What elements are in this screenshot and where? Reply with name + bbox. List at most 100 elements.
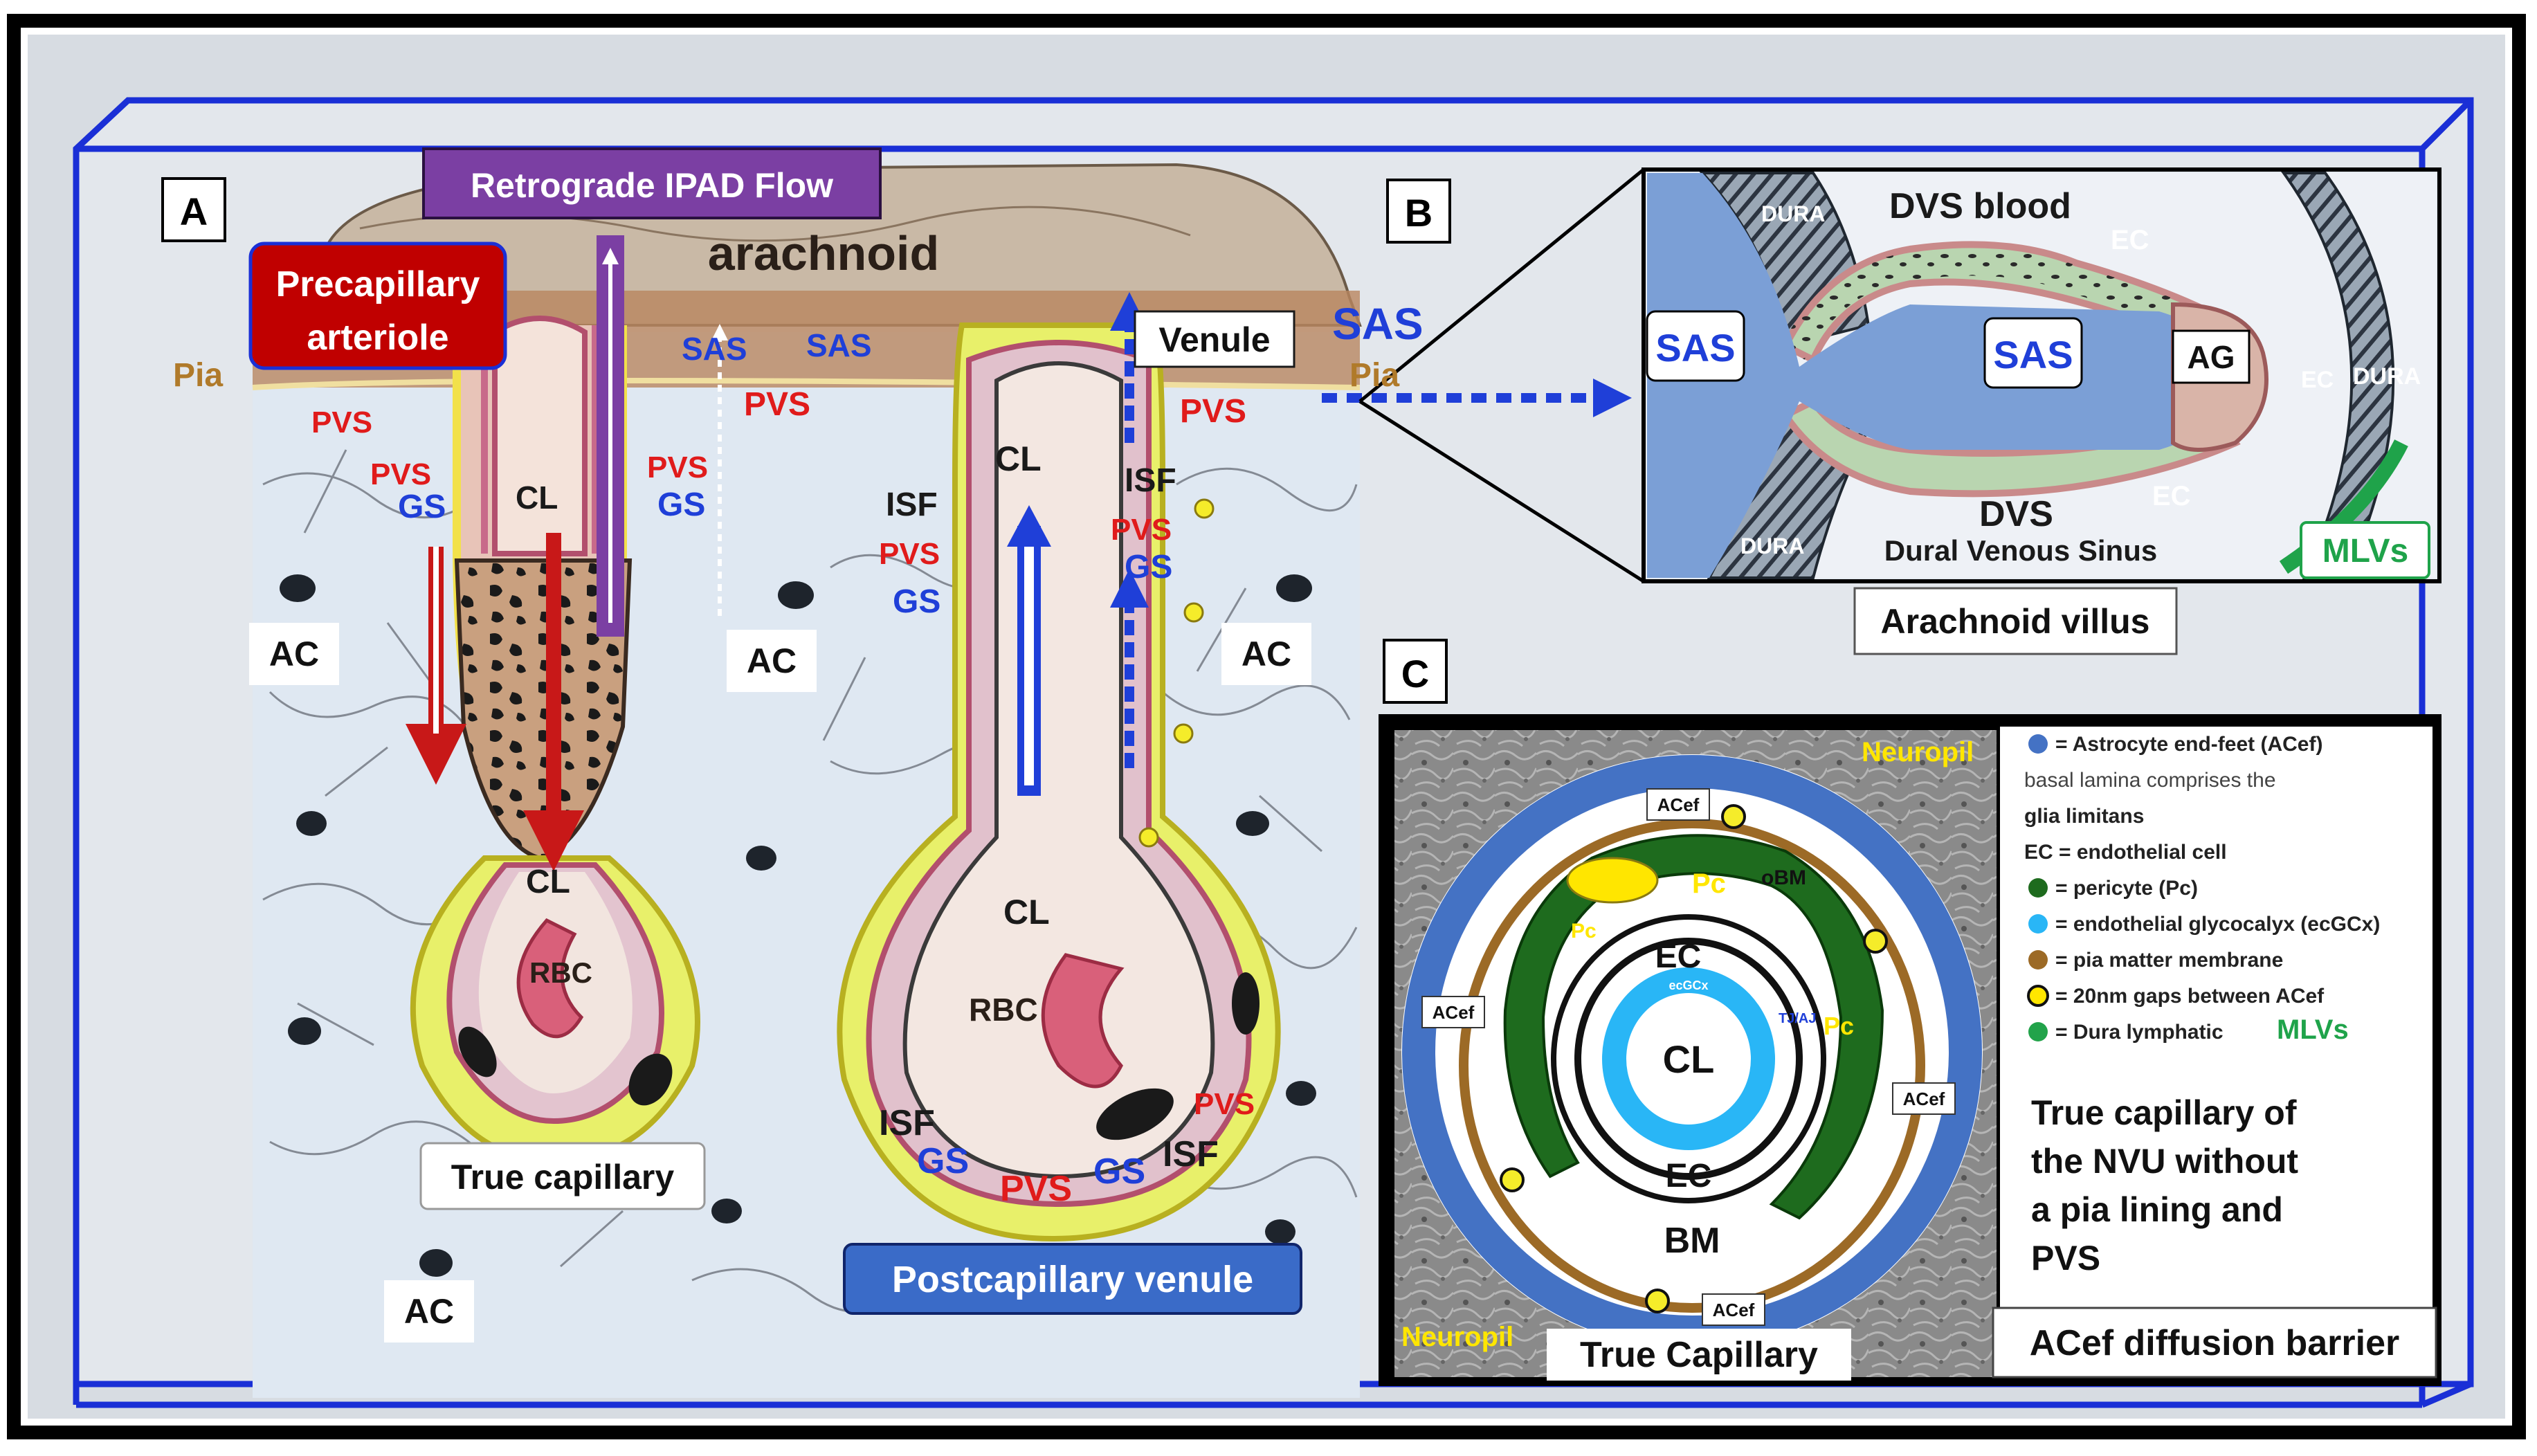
panel-a-label: A xyxy=(180,190,208,233)
acef-diffusion-barrier-label: ACef diffusion barrier xyxy=(2030,1323,2400,1363)
precapillary-arteriole-box xyxy=(248,242,507,370)
caption-line-3: a pia lining and xyxy=(2031,1190,2283,1229)
pvs-label-1: PVS xyxy=(311,406,372,439)
ac-label-2: AC xyxy=(747,641,797,680)
postcapillary-venule-label: Postcapillary venule xyxy=(892,1259,1253,1300)
venule-label: Venule xyxy=(1158,320,1270,359)
pvs-label-9: PVS xyxy=(1000,1169,1072,1209)
caption-line-4: PVS xyxy=(2031,1239,2100,1277)
gs-label-3: GS xyxy=(893,583,940,620)
pvs-label-8: PVS xyxy=(1194,1087,1255,1121)
tjaj-label: TJ/AJ xyxy=(1779,1011,1816,1026)
ac-label-1: AC xyxy=(269,635,319,673)
neuropil-label-bottom: Neuropil xyxy=(1401,1322,1513,1352)
legend-marker xyxy=(2028,1022,2048,1041)
cl-label-arteriole: CL xyxy=(516,480,558,516)
caption-line-1: True capillary of xyxy=(2031,1093,2297,1132)
ac-label-3: AC xyxy=(1242,635,1291,673)
ec-label-c-bottom: EC xyxy=(1666,1158,1712,1194)
cl-label-venule: CL xyxy=(995,439,1042,478)
legend-marker xyxy=(2028,950,2048,970)
isf-label-4: ISF xyxy=(1163,1134,1219,1174)
rbc-label-left: RBC xyxy=(529,956,592,989)
sas-region xyxy=(1647,173,2242,578)
legend-item: = pia matter membrane xyxy=(2055,949,2283,972)
pericyte-shape xyxy=(1503,834,1884,1220)
dura-label-3: DURA xyxy=(1740,534,1804,558)
gs-label-5: GS xyxy=(917,1141,969,1181)
acef-label-bottom: ACef xyxy=(1713,1300,1755,1320)
legend-item: = pericyte (Pc) xyxy=(2055,877,2198,900)
sas-label-b-center: SAS xyxy=(1993,333,2073,376)
pia-label-right: Pia xyxy=(1349,357,1399,394)
rbc-right xyxy=(1041,953,1125,1089)
precapillary-label-line1: Precapillary xyxy=(276,264,480,304)
legend-box xyxy=(2000,727,2433,1377)
panel-c: C Neuropil Neuropil ACef ACef ACef xyxy=(1379,639,2441,1386)
pvs-label-6: PVS xyxy=(879,537,940,571)
sas-label-b-left: SAS xyxy=(1655,326,1735,370)
pia-label-left: Pia xyxy=(173,357,223,394)
pvs-label-4: PVS xyxy=(744,386,810,423)
legend-item: = Astrocyte end-feet (ACef) xyxy=(2055,733,2322,756)
acef-label-right: ACef xyxy=(1903,1089,1945,1109)
legend-mlvs: MLVs xyxy=(2277,1014,2349,1045)
gs-label-6: GS xyxy=(1093,1152,1145,1192)
retrograde-flow-box xyxy=(422,147,882,219)
true-capillary-label: True capillary xyxy=(451,1158,675,1196)
isf-label-3: ISF xyxy=(879,1103,935,1143)
isf-label-1: ISF xyxy=(886,486,938,523)
legend-item: = endothelial glycocalyx (ecGCx) xyxy=(2055,913,2380,936)
pvs-label-7: PVS xyxy=(1111,513,1172,547)
legend-marker xyxy=(2028,914,2048,934)
pvs-label-5: PVS xyxy=(1180,393,1246,430)
legend-marker xyxy=(2028,878,2048,898)
isf-label-2: ISF xyxy=(1125,462,1176,499)
arachnoid-label: arachnoid xyxy=(708,226,940,280)
rbc-label-right: RBC xyxy=(969,992,1038,1028)
dura-label-1: DURA xyxy=(1761,201,1825,226)
legend-item: EC = endothelial cell xyxy=(2024,841,2227,864)
panel-a: A Retrograde IPAD Flow arachnoid Precapi… xyxy=(161,147,1645,1398)
ac-label-4: AC xyxy=(404,1292,454,1331)
pia-matter-ring xyxy=(1459,819,1925,1313)
dura-label-2: DURA xyxy=(2353,363,2421,390)
ec-label-1: EC xyxy=(2111,225,2149,255)
pvs-label-3: PVS xyxy=(647,451,708,484)
panel-b-label: B xyxy=(1405,191,1433,235)
legend-item: = Dura lymphatic xyxy=(2055,1021,2224,1044)
legend-marker xyxy=(2028,734,2048,754)
ec-label-3: EC xyxy=(2152,481,2191,511)
sas-label-large: SAS xyxy=(1332,299,1424,349)
ec-label-2: EC xyxy=(2301,367,2334,393)
ec-label-c-top: EC xyxy=(1655,938,1702,975)
obm-label: oBM xyxy=(1761,866,1806,889)
gs-label-1: GS xyxy=(398,489,446,525)
acef-label-left: ACef xyxy=(1433,1002,1475,1023)
arachnoid-villus-label: Arachnoid villus xyxy=(1881,602,2150,641)
rbc-left xyxy=(516,918,584,1039)
gs-label-2: GS xyxy=(657,486,705,523)
pvs-label-2: PVS xyxy=(370,457,431,491)
legend-item: = 20nm gaps between ACef xyxy=(2055,985,2325,1008)
precapillary-label-line2: arteriole xyxy=(307,318,448,358)
legend-item: basal lamina comprises the xyxy=(2024,769,2276,792)
neuropil-label-top: Neuropil xyxy=(1862,737,1974,767)
dural-venous-sinus-label: Dural Venous Sinus xyxy=(1884,534,2157,567)
true-capillary-label-c: True Capillary xyxy=(1580,1335,1818,1375)
cl-label-c: CL xyxy=(1663,1037,1715,1081)
panel-b: B DURA DVS blood EC SAS SAS AG EC DURA E… xyxy=(1386,167,2441,655)
dvs-label: DVS xyxy=(1979,494,2053,534)
panel-c-label: C xyxy=(1401,652,1429,695)
cl-label-venule-lower: CL xyxy=(1003,893,1050,931)
ag-label: AG xyxy=(2188,339,2235,375)
pc-label-1: Pc xyxy=(1692,868,1726,899)
retrograde-flow-label: Retrograde IPAD Flow xyxy=(471,166,833,205)
cl-label-capillary: CL xyxy=(526,864,570,900)
astrocyte-bodies xyxy=(280,574,1316,1277)
pc-label-3: Pc xyxy=(1824,1012,1854,1040)
legend-marker xyxy=(2027,985,2049,1007)
acef-label-top: ACef xyxy=(1657,794,1700,815)
